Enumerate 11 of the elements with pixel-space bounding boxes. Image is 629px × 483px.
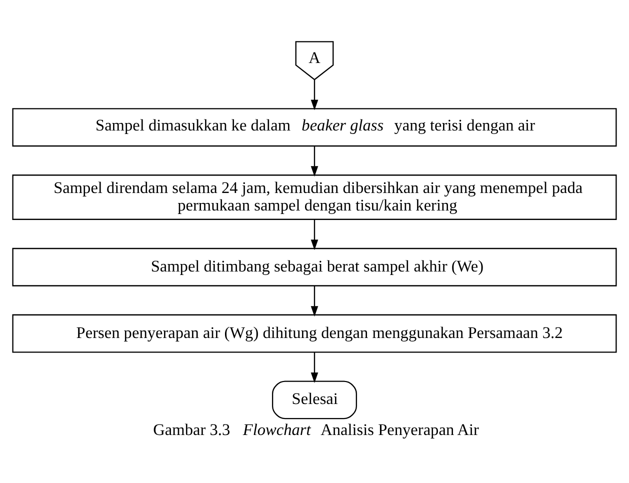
node-box: Selesai — [272, 380, 358, 420]
arrow — [310, 352, 318, 384]
node-box: Sampel direndam selama 24 jam, kemudian dibersihkan air yang menempel pada permukaan sampel dengan tisu/kain kering — [12, 174, 617, 220]
arrow — [310, 146, 318, 177]
node-box: Sampel ditimbang sebagai berat sampel akhir (We) — [12, 248, 617, 286]
arrow — [310, 80, 318, 110]
arrow — [310, 286, 318, 317]
node-box: Sampel dimasukkan ke dalam beaker glass yang terisi dengan air — [12, 108, 617, 147]
caption: Gambar 3.3 Flowchart Analisis Penyerapan Air — [153, 420, 479, 440]
arrow — [310, 219, 318, 250]
node-box: Persen penyerapan air (Wg) dihitung dengan menggunakan Persamaan 3.2 — [12, 314, 617, 353]
